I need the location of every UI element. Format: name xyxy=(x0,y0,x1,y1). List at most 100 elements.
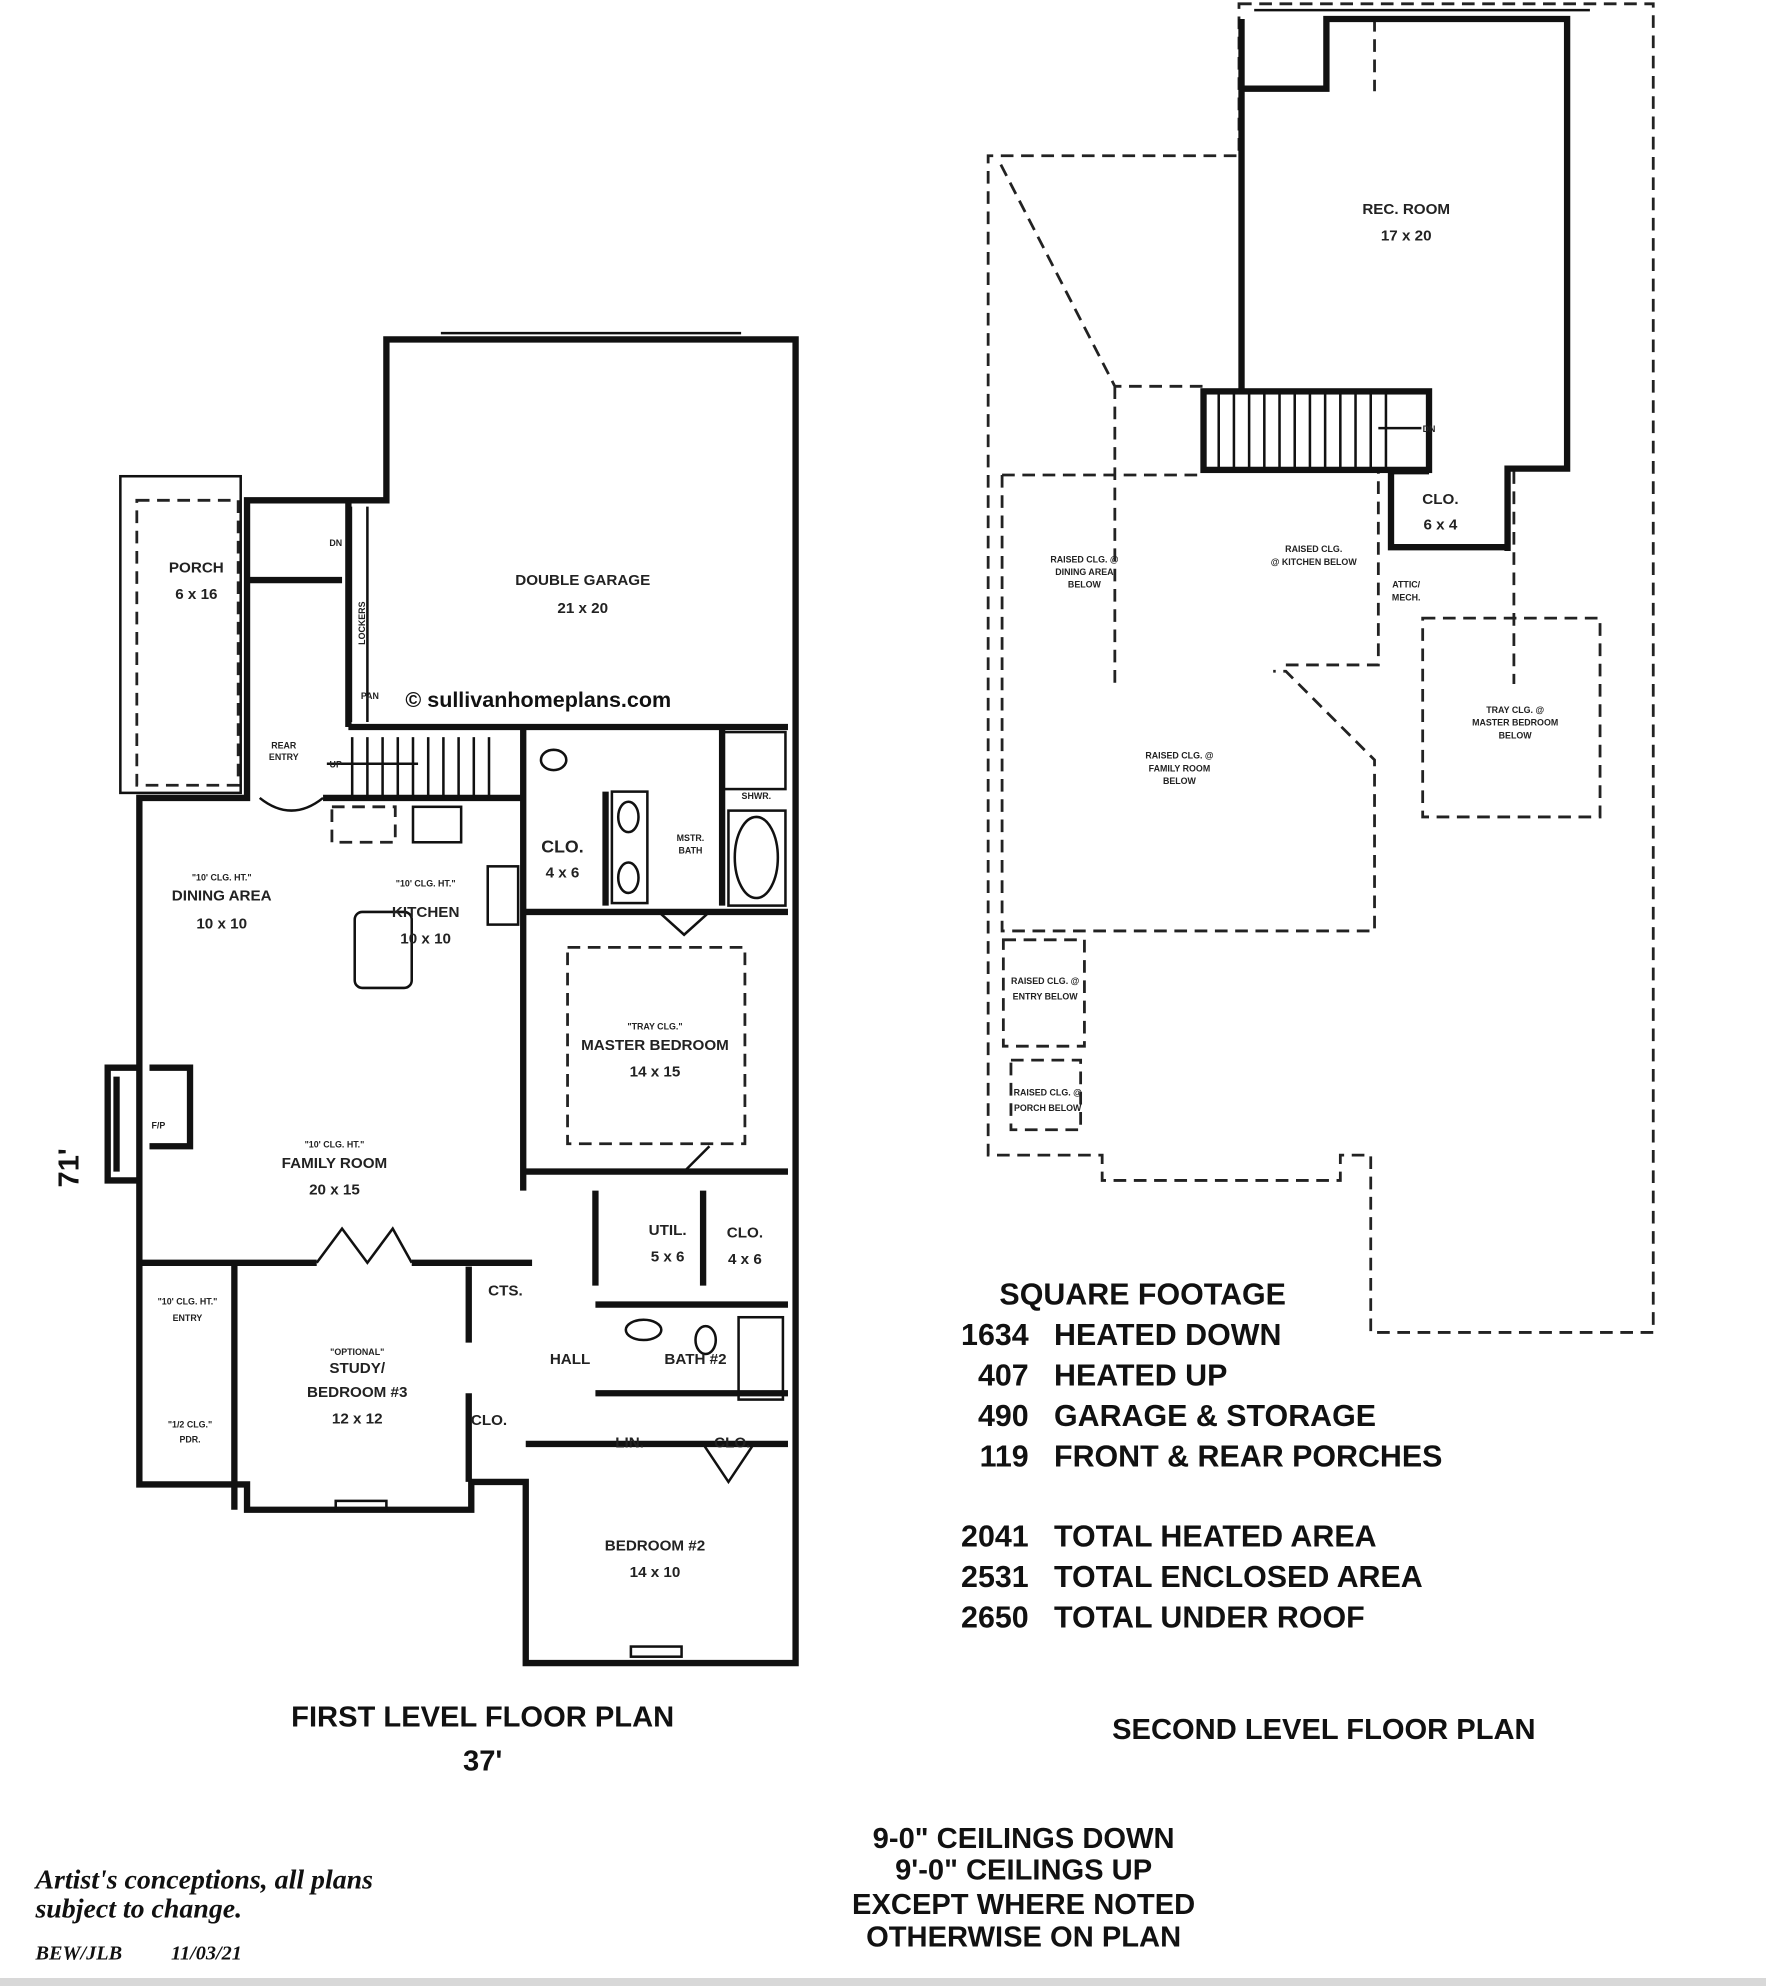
disclaimer: Artist's conceptions, all plans subject … xyxy=(33,1864,373,1964)
stair-treads xyxy=(1217,391,1422,470)
linen-label: LIN. xyxy=(615,1435,644,1452)
first-level-labels: PORCH 6 x 16 DOUBLE GARAGE 21 x 20 DN LO… xyxy=(54,538,772,1778)
powder-label: PDR. xyxy=(179,1435,200,1445)
kitchen-size: 10 x 10 xyxy=(400,931,451,948)
doors xyxy=(258,796,755,1485)
hall-label: HALL xyxy=(550,1351,591,1368)
tub xyxy=(727,809,787,907)
study-size: 12 x 12 xyxy=(332,1411,383,1428)
sqft-total-label: TOTAL ENCLOSED AREA xyxy=(1054,1560,1423,1594)
dining-note: "10' CLG. HT." xyxy=(192,872,252,882)
square-footage-title: SQUARE FOOTAGE xyxy=(999,1278,1286,1312)
shower xyxy=(720,730,787,791)
ceiling-note: 9-0" CEILINGS DOWN xyxy=(873,1823,1175,1855)
garage-size: 21 x 20 xyxy=(557,600,608,617)
family-note: "10' CLG. HT." xyxy=(305,1140,365,1150)
up-label: UP xyxy=(330,760,342,770)
raised-family-label-3: BELOW xyxy=(1163,776,1197,786)
sqft-total-value: 2041 xyxy=(961,1519,1029,1553)
master-bath-label-2: BATH xyxy=(678,846,702,856)
bath2-toilet xyxy=(694,1324,718,1356)
window xyxy=(629,1645,683,1658)
fireplace-label: F/P xyxy=(151,1121,165,1131)
rear-entry-label-1: REAR xyxy=(271,741,297,751)
second-level-title: SECOND LEVEL FLOOR PLAN xyxy=(1112,1714,1535,1746)
plan-date: 11/03/21 xyxy=(171,1942,242,1964)
sqft-label: FRONT & REAR PORCHES xyxy=(1054,1440,1442,1474)
master-note: "TRAY CLG." xyxy=(627,1022,682,1032)
tray-master-label-2: MASTER BEDROOM xyxy=(1472,718,1558,728)
second-closet-size: 6 x 4 xyxy=(1424,516,1458,533)
pan-label: PAN xyxy=(361,691,379,701)
fireplace xyxy=(104,1064,194,1184)
second-level-labels: REC. ROOM 17 x 20 DN CLO. 6 x 4 ATTIC/ M… xyxy=(1011,201,1558,1746)
first-level-title: FIRST LEVEL FLOOR PLAN xyxy=(291,1701,674,1733)
cooktop xyxy=(411,805,463,844)
shower-label: SHWR. xyxy=(742,791,772,801)
lockers-label: LOCKERS xyxy=(357,601,367,644)
powder-toilet xyxy=(539,748,568,772)
entry-note: "10' CLG. HT." xyxy=(158,1297,218,1307)
attic-label-1: ATTIC/ xyxy=(1392,580,1420,590)
tray-master-label-1: TRAY CLG. @ xyxy=(1486,705,1544,715)
bath2-sink xyxy=(624,1318,663,1342)
second-dn-label: DN xyxy=(1423,424,1436,434)
powder-note: "1/2 CLG." xyxy=(168,1419,212,1429)
util-label: UTIL. xyxy=(649,1222,687,1239)
dining-size: 10 x 10 xyxy=(196,915,247,932)
sqft-value: 119 xyxy=(980,1440,1029,1474)
copyright-watermark: © sullivanhomeplans.com xyxy=(405,688,671,712)
master-closet-size: 4 x 6 xyxy=(546,865,580,882)
interior-walls xyxy=(139,500,788,1510)
bed2-closet-label: CLO. xyxy=(714,1435,750,1452)
master-closet-label: CLO. xyxy=(541,836,583,856)
stairs xyxy=(326,506,491,798)
porch-dashed xyxy=(135,498,240,787)
raised-dining-label-2: DINING AREA xyxy=(1055,567,1114,577)
kitchen-island xyxy=(353,910,413,990)
porch-label: PORCH xyxy=(169,559,224,576)
master-bath-label-1: MSTR. xyxy=(677,833,705,843)
depth-dimension: 71' xyxy=(54,1148,86,1187)
ceiling-notes: 9-0" CEILINGS DOWN 9'-0" CEILINGS UP EXC… xyxy=(852,1823,1195,1954)
util-closet-label: CLO. xyxy=(727,1224,763,1241)
kitchen-label: KITCHEN xyxy=(392,904,460,921)
double-vanity xyxy=(610,790,649,905)
family-label: FAMILY ROOM xyxy=(282,1155,387,1172)
sqft-label: GARAGE & STORAGE xyxy=(1054,1399,1376,1433)
raised-entry-label-1: RAISED CLG. @ xyxy=(1011,976,1080,986)
sqft-total-label: TOTAL HEATED AREA xyxy=(1054,1519,1377,1553)
raised-porch-label-1: RAISED CLG. @ xyxy=(1014,1088,1083,1098)
family-size: 20 x 15 xyxy=(309,1181,360,1198)
ceiling-note: OTHERWISE ON PLAN xyxy=(866,1922,1181,1954)
raised-entry-label-2: ENTRY BELOW xyxy=(1013,991,1079,1001)
width-dimension: 37' xyxy=(463,1746,502,1778)
disclaimer-line-2: subject to change. xyxy=(34,1894,242,1925)
sqft-total-value: 2531 xyxy=(961,1560,1029,1594)
tray-master-outline xyxy=(1421,616,1602,819)
bottom-strip xyxy=(0,1978,1766,1986)
raised-porch-label-2: PORCH BELOW xyxy=(1014,1103,1082,1113)
raised-dining-label-3: BELOW xyxy=(1068,580,1102,590)
second-level-roof-outline xyxy=(986,2,1655,1334)
study-label-1: STUDY/ xyxy=(329,1360,385,1377)
bath2-tub xyxy=(737,1315,785,1401)
bed2-size: 14 x 10 xyxy=(630,1564,681,1581)
raised-entry-outline xyxy=(1001,938,1086,1048)
kitchen-counter xyxy=(330,805,397,844)
attic-label-2: MECH. xyxy=(1392,592,1421,602)
util-closet-size: 4 x 6 xyxy=(728,1251,762,1268)
dining-label: DINING AREA xyxy=(172,888,272,905)
master-tray-ceiling xyxy=(566,946,747,1146)
raised-family-label-1: RAISED CLG. @ xyxy=(1145,751,1214,761)
sqft-value: 1634 xyxy=(961,1318,1029,1352)
study-label-2: BEDROOM #3 xyxy=(307,1384,407,1401)
disclaimer-line-1: Artist's conceptions, all plans xyxy=(33,1864,373,1895)
study-note: "OPTIONAL" xyxy=(330,1347,384,1357)
garage-label: DOUBLE GARAGE xyxy=(515,572,650,589)
sqft-value: 490 xyxy=(978,1399,1029,1433)
second-level-stairs xyxy=(1200,388,1433,474)
tray-master-label-3: BELOW xyxy=(1499,730,1533,740)
bed2-label: BEDROOM #2 xyxy=(605,1537,705,1554)
